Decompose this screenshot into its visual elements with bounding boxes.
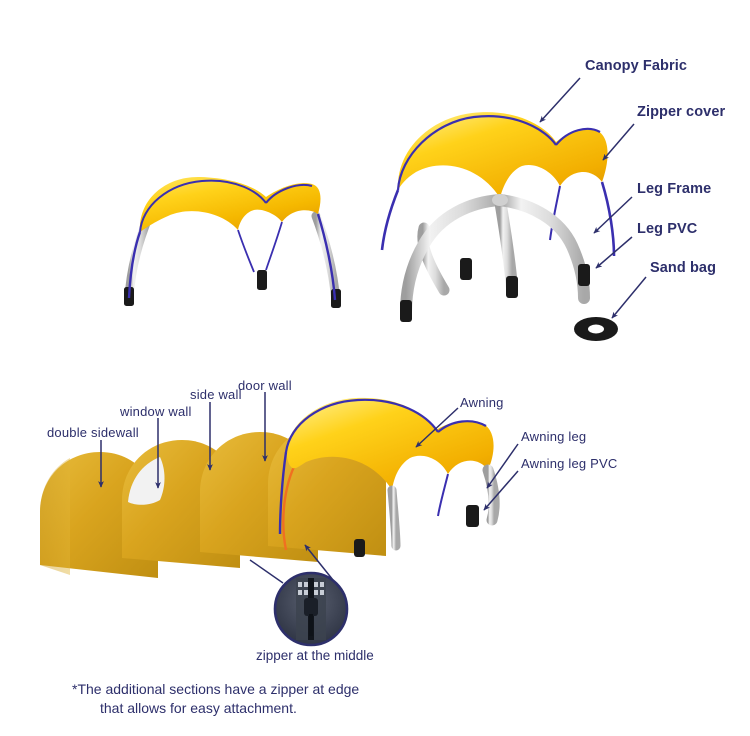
- large-tent-zipper-cover-right: [600, 181, 616, 257]
- label-side-wall: side wall: [190, 387, 242, 402]
- arrow-leg-frame: [593, 196, 633, 234]
- label-awning: Awning: [460, 395, 504, 410]
- zipper-detail-inset: [249, 559, 349, 647]
- arrow-door-zipper: [304, 544, 346, 596]
- small-tent-leg-trim-right: [316, 213, 337, 301]
- label-leg-frame: Leg Frame: [637, 181, 712, 197]
- footnote-line-1: *The additional sections have a zipper a…: [72, 681, 360, 697]
- footnote-line-2: that allows for easy attachment.: [100, 700, 297, 716]
- label-awning-leg-pvc: Awning leg PVC: [521, 456, 618, 471]
- arrow-canopy-fabric: [539, 77, 581, 123]
- label-leg-pvc: Leg PVC: [637, 221, 698, 237]
- label-sand-bag: Sand bag: [650, 260, 717, 276]
- small-tent-illustration: [124, 176, 341, 308]
- small-tent-foot-mid: [257, 270, 267, 290]
- large-tent-foot-mid: [506, 276, 518, 298]
- small-tent-trim-inner2: [265, 221, 283, 271]
- arrow-zipper-cover: [602, 123, 635, 161]
- arrow-sand-bag: [611, 276, 647, 319]
- awning-tent-trim-edge: [278, 451, 288, 535]
- wall-panel-window: [128, 457, 165, 505]
- small-tent-trim-inner: [237, 229, 255, 273]
- wall-panels-illustration: [40, 424, 386, 578]
- label-zipper-at-the-middle: zipper at the middle: [256, 648, 374, 663]
- awning-tent-trim-center2: [437, 473, 449, 517]
- arrow-awning: [415, 407, 459, 448]
- label-window-wall: window wall: [120, 404, 192, 419]
- awning-tent-center-foot: [354, 539, 365, 557]
- large-tent-foot-back: [460, 258, 472, 280]
- label-double-sidewall: double sidewall: [47, 425, 139, 440]
- small-tent-canopy: [139, 176, 321, 232]
- arrow-awning-leg-pvc: [483, 470, 519, 511]
- large-tent-trim-center2: [549, 185, 561, 241]
- top-callout-arrows: [539, 77, 647, 319]
- label-zipper-cover: Zipper cover: [637, 104, 726, 120]
- awning-leg: [482, 464, 500, 526]
- large-tent-foot-left: [400, 300, 412, 322]
- small-tent-trim-left: [139, 179, 267, 233]
- small-tent-trim-right: [265, 184, 313, 204]
- large-tent-leg-hub: [492, 194, 508, 206]
- large-tent-leg-front-mid: [494, 194, 518, 294]
- awning-tent-trim-left: [284, 398, 439, 453]
- awning-tent-illustration: [278, 397, 500, 557]
- label-door-wall: door wall: [238, 378, 292, 393]
- awning-leg-pvc-foot: [466, 505, 479, 527]
- large-tent-illustration: [380, 112, 616, 322]
- awning-tent-trim-right: [437, 420, 487, 433]
- wall-panel-1-shade: [40, 458, 70, 575]
- label-awning-leg: Awning leg: [521, 429, 587, 444]
- bottom-callout-arrows: [98, 392, 519, 596]
- large-tent-canopy: [397, 112, 608, 198]
- awning-tent-canopy: [286, 397, 494, 490]
- large-tent-foot-right: [578, 264, 590, 286]
- small-tent-leg-trim-left: [127, 231, 142, 299]
- sand-bag-illustration: [574, 317, 618, 341]
- awning-tent-center-leg: [387, 485, 401, 551]
- large-tent-leg-front-left: [400, 194, 506, 318]
- label-canopy-fabric: Canopy Fabric: [585, 58, 688, 74]
- large-tent-trim-top-right: [555, 127, 601, 146]
- zipper-detail-leader: [249, 559, 284, 584]
- large-tent-trim-top-left: [396, 115, 557, 191]
- large-tent-zipper-cover-left: [380, 189, 400, 251]
- arrow-awning-leg: [486, 443, 519, 489]
- arrow-leg-pvc: [595, 236, 633, 269]
